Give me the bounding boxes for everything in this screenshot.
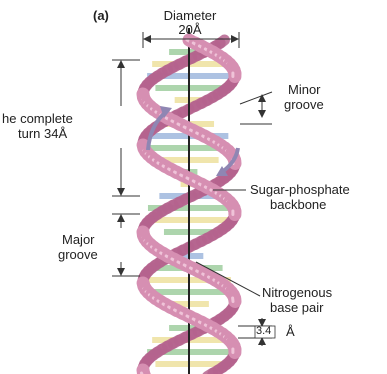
turn-label-line2: turn 34Å (18, 126, 67, 141)
major-groove-label-line2: groove (58, 247, 98, 262)
base-pair-label-line1: Nitrogenous (262, 285, 332, 300)
turn-label-line1: he complete (2, 111, 73, 126)
major-groove-label-line1: Major (62, 232, 95, 247)
backbone-label-line2: backbone (270, 197, 326, 212)
panel-label: (a) (93, 8, 109, 23)
rise-unit: Å (286, 324, 295, 339)
rise-value: 3.4 (256, 325, 271, 338)
minor-groove-label-line1: Minor (288, 82, 321, 97)
diameter-label: Diameter (150, 8, 230, 23)
minor-extension-top (240, 92, 272, 104)
minor-groove-label-line2: groove (284, 97, 324, 112)
backbone-label-line1: Sugar-phosphate (250, 182, 350, 197)
base-pair-label-line2: base pair (270, 300, 323, 315)
diameter-value: 20Å (150, 22, 230, 37)
